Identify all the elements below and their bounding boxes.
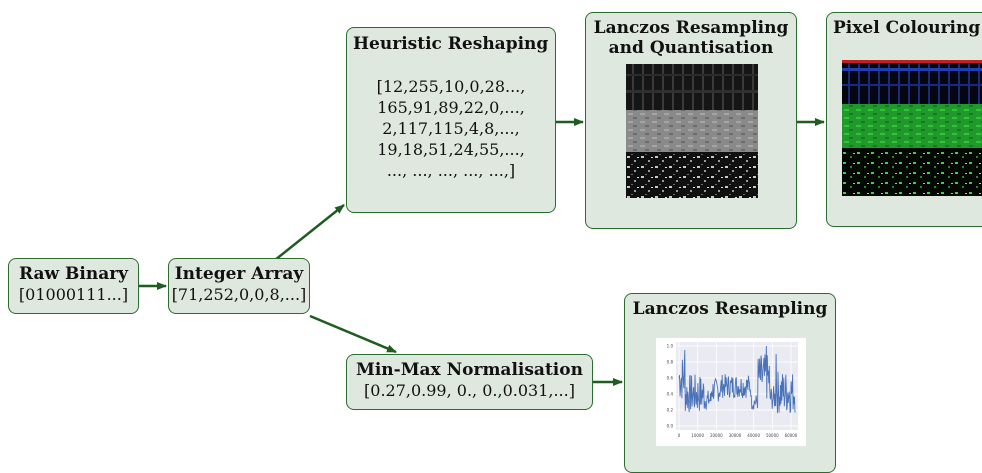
minmax-normalisation-node: Min-Max Normalisation [0.27,0.99, 0., 0.…	[346, 354, 593, 410]
heuristic-reshaping-node: Heuristic Reshaping [12,255,10,0,28..., …	[346, 27, 556, 213]
heuristic-reshaping-title: Heuristic Reshaping	[353, 34, 549, 54]
plot-y-tick-label: 0.8	[667, 360, 674, 365]
plot-x-tick-label: 30000	[729, 433, 742, 438]
plot-y-tick-label: 0.6	[667, 376, 674, 381]
integer-array-title: Integer Array	[174, 264, 304, 284]
raw-binary-title: Raw Binary	[18, 264, 129, 284]
plot-area	[676, 342, 798, 430]
heuristic-reshaping-matrix: [12,255,10,0,28..., 165,91,89,22,0,..., …	[347, 76, 555, 181]
plot-y-tick-label: 0.4	[667, 392, 674, 397]
matrix-row: ..., ..., ..., ..., ...,]	[386, 161, 516, 180]
lanczos-quantisation-title-line1: Lanczos Resampling	[593, 18, 789, 38]
integer-array-value: [71,252,0,0,8,...]	[171, 285, 307, 304]
matrix-row: 165,91,89,22,0,...,	[377, 98, 525, 117]
plot-x-tick-label: 10000	[691, 433, 704, 438]
plot-series-line	[678, 345, 796, 414]
raw-binary-value: [01000111...]	[18, 285, 129, 304]
plot-x-ticks: 0 10000 20000 30000 40000 50000 60000	[678, 433, 798, 438]
lanczos-quantisation-title-line2: and Quantisation	[608, 38, 774, 58]
matrix-row: 19,18,51,24,55,...,	[377, 140, 525, 159]
plot-x-tick-label: 0	[678, 433, 681, 438]
plot-x-tick-label: 20000	[710, 433, 723, 438]
grayscale-image	[626, 64, 758, 198]
matrix-row: 2,117,115,4,8,...,	[382, 119, 520, 138]
pixel-colouring-title: Pixel Colouring	[833, 18, 981, 38]
colour-image	[842, 60, 982, 196]
plot-y-tick-label: 1.0	[667, 344, 674, 349]
grayscale-image-graphic	[626, 64, 758, 198]
plot-y-tick-label: 0.2	[667, 408, 674, 413]
plot-y-tick-label: 0.0	[667, 424, 674, 429]
plot-y-ticks: 1.0 0.8 0.6 0.4 0.2 0.0	[667, 344, 674, 429]
plot-x-tick-label: 40000	[747, 433, 760, 438]
matrix-row: [12,255,10,0,28...,	[376, 77, 526, 96]
lanczos-resampling-title: Lanczos Resampling	[632, 299, 828, 319]
raw-binary-node: Raw Binary [01000111...]	[8, 258, 139, 314]
arrow-integer-to-minmax	[309, 314, 397, 354]
signal-plot-graphic: 1.0 0.8 0.6 0.4 0.2 0.0 0 10000 20000 30000 40000…	[667, 342, 798, 438]
plot-x-tick-label: 50000	[766, 433, 779, 438]
arrow-integer-to-heuristic	[274, 204, 345, 261]
minmax-normalisation-value: [0.27,0.99, 0., 0.,0.031,...]	[364, 381, 575, 400]
integer-array-node: Integer Array [71,252,0,0,8,...]	[168, 258, 310, 314]
signal-plot: 1.0 0.8 0.6 0.4 0.2 0.0 0 10000 20000 30000 40000…	[656, 338, 806, 446]
colour-image-graphic	[842, 60, 982, 196]
plot-x-tick-label: 60000	[785, 433, 798, 438]
minmax-normalisation-title: Min-Max Normalisation	[356, 360, 583, 380]
